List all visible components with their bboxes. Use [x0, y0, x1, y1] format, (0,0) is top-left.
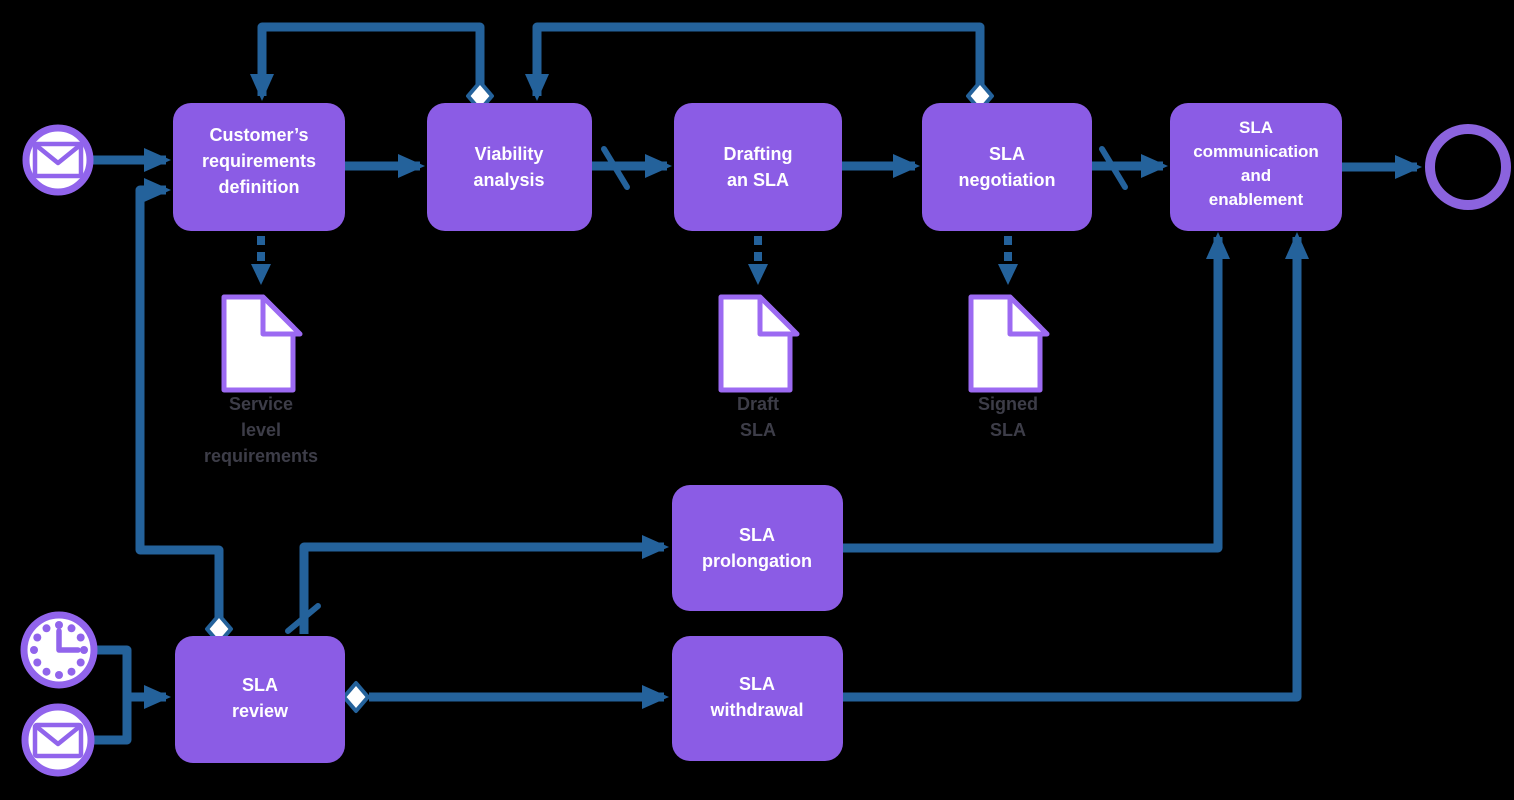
document-label-line: requirements [204, 446, 318, 466]
end-event [1425, 124, 1511, 210]
default-slash-sr-sp [285, 603, 321, 634]
document-label-line: level [241, 420, 281, 440]
start-event-message-bottom [21, 703, 95, 777]
default-flow-markers [285, 146, 1128, 634]
flow-sr-to-sp [299, 535, 669, 634]
start-event-message-top [22, 124, 94, 196]
document-icon [968, 294, 1043, 393]
task-sla-communication-and-enablement: SLA communication and enablement [1170, 103, 1342, 231]
task-label-line: communication [1193, 142, 1319, 161]
task-label-line: SLA [242, 675, 278, 695]
flow-message-join [91, 697, 132, 745]
document-icon [718, 294, 793, 393]
document-fold-corner [757, 294, 800, 337]
task-label-line: negotiation [959, 170, 1056, 190]
document-service-level-requirements: Service level requirements [204, 294, 318, 466]
task-sla-prolongation: SLA prolongation [672, 485, 843, 611]
task-label-line: Drafting [724, 144, 793, 164]
document-label-line: Draft [737, 394, 779, 414]
task-label-line: Customer’s [209, 125, 308, 145]
flow-sw-to-sce [843, 232, 1309, 702]
document-label-line: SLA [740, 420, 776, 440]
task-box [672, 485, 843, 611]
task-sla-negotiation: SLA negotiation [922, 103, 1092, 231]
envelope-icon [32, 141, 84, 179]
envelope-icon [32, 722, 84, 759]
task-box [672, 636, 843, 761]
task-label-line: SLA [1239, 118, 1273, 137]
task-label-line: Viability [475, 144, 544, 164]
document-label-line: Service [229, 394, 293, 414]
document-icon [221, 294, 296, 393]
document-label-line: Signed [978, 394, 1038, 414]
task-customers-requirements-definition: Customer’s requirements definition [173, 103, 345, 231]
task-viability-analysis: Viability analysis [427, 103, 592, 231]
task-label-line: definition [219, 177, 300, 197]
task-box [175, 636, 345, 763]
conditional-diamond-sr-right [342, 681, 370, 713]
task-label-line: enablement [1209, 190, 1304, 209]
start-event-timer [20, 611, 98, 689]
task-label-line: requirements [202, 151, 316, 171]
task-label-line: review [232, 701, 289, 721]
document-fold-corner [1007, 294, 1050, 337]
flow-sp-to-sce [843, 232, 1230, 553]
task-sla-review: SLA review [175, 636, 345, 763]
data-associations [251, 236, 1018, 285]
task-box [922, 103, 1092, 231]
document-draft-sla: Draft SLA [718, 294, 800, 440]
task-label-line: withdrawal [709, 700, 803, 720]
flow-timer-join [92, 645, 132, 697]
document-fold-corner [260, 294, 303, 337]
task-label-line: SLA [989, 144, 1025, 164]
task-drafting-an-sla: Drafting an SLA [674, 103, 842, 231]
task-label-line: analysis [473, 170, 544, 190]
task-box [173, 103, 345, 231]
task-box [427, 103, 592, 231]
flow-va-loop-to-crd [250, 22, 485, 101]
task-label-line: an SLA [727, 170, 789, 190]
task-sla-withdrawal: SLA withdrawal [672, 636, 843, 761]
document-label-line: SLA [990, 420, 1026, 440]
document-signed-sla: Signed SLA [968, 294, 1050, 440]
default-slash-sn-sce [1099, 146, 1128, 190]
default-slash-va-ds [601, 146, 630, 190]
task-box [1170, 103, 1342, 231]
clock-icon [30, 621, 88, 679]
task-label-line: prolongation [702, 551, 812, 571]
clock-hands [56, 628, 81, 653]
task-box [674, 103, 842, 231]
task-label-line: and [1241, 166, 1271, 185]
task-label-line: SLA [739, 674, 775, 694]
end-event-circle [1425, 124, 1511, 210]
flow-sn-loop-to-va [525, 22, 985, 101]
flow-sr-to-crd [135, 178, 224, 617]
task-label-line: SLA [739, 525, 775, 545]
sequence-flows [91, 22, 1422, 745]
